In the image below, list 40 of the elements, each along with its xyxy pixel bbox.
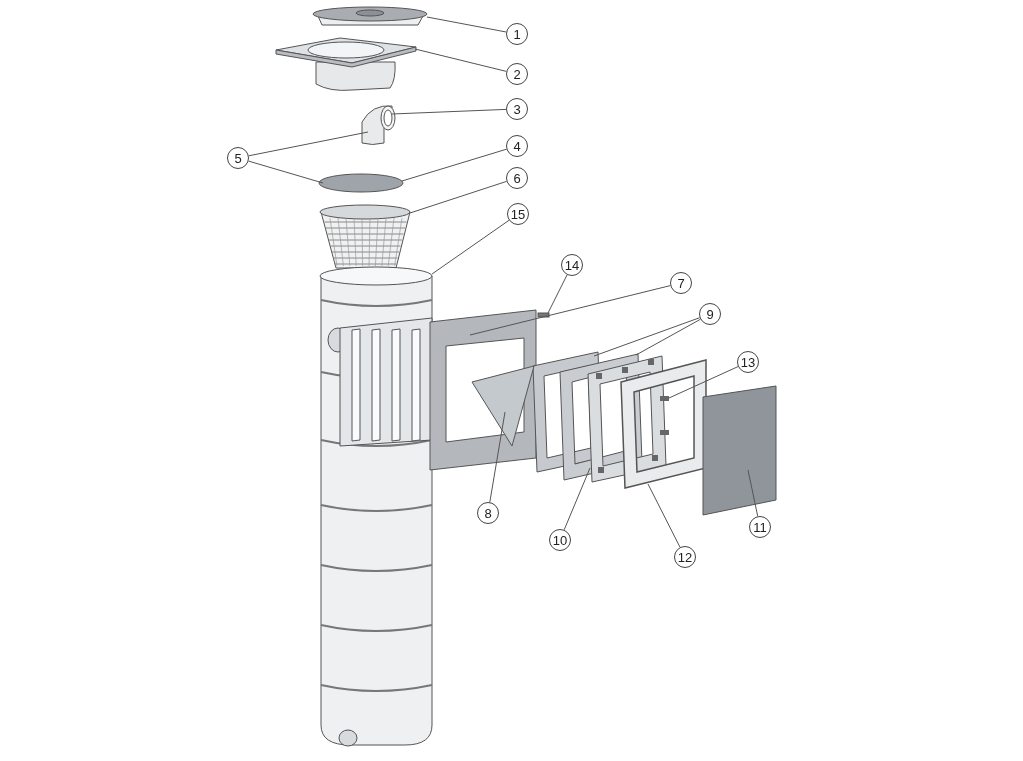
front-cover-drawing (702, 385, 777, 516)
leader-line (401, 148, 507, 182)
callout-number: 14 (561, 254, 583, 276)
elbow-fitting-drawing (361, 105, 396, 145)
callout-number: 12 (674, 546, 696, 568)
leader-line (409, 180, 507, 214)
basket-drawing (319, 204, 411, 269)
callout-number: 2 (506, 63, 528, 85)
leader-line (426, 16, 507, 33)
leader-line (469, 285, 671, 336)
callout-number: 8 (477, 502, 499, 524)
callout-number: 13 (737, 351, 759, 373)
callout-number: 3 (506, 98, 528, 120)
skimmer-body-drawing (319, 266, 433, 747)
callout-number: 10 (549, 529, 571, 551)
leader-line (593, 317, 701, 357)
leader-line (547, 274, 568, 314)
leader-line (647, 483, 681, 548)
callout-number: 1 (506, 23, 528, 45)
lid-drawing (312, 6, 428, 26)
leader-line (668, 366, 739, 399)
callout-number: 5 (227, 147, 249, 169)
leader-line (431, 219, 510, 275)
leader-line (391, 108, 507, 115)
deck-frame-drawing (275, 37, 417, 91)
callout-number: 15 (507, 203, 529, 225)
leader-line (414, 48, 507, 72)
screw-drawing (537, 312, 550, 318)
leader-line (489, 411, 506, 503)
leader-line (248, 160, 324, 184)
callout-number: 9 (699, 303, 721, 325)
callout-number: 11 (749, 516, 771, 538)
callout-number: 7 (670, 272, 692, 294)
disc-drawing (318, 173, 404, 193)
leader-line (747, 469, 759, 517)
callout-number: 4 (506, 135, 528, 157)
leader-line (248, 131, 369, 157)
leader-line (635, 318, 701, 356)
leader-line (563, 467, 591, 531)
callout-number: 6 (506, 167, 528, 189)
